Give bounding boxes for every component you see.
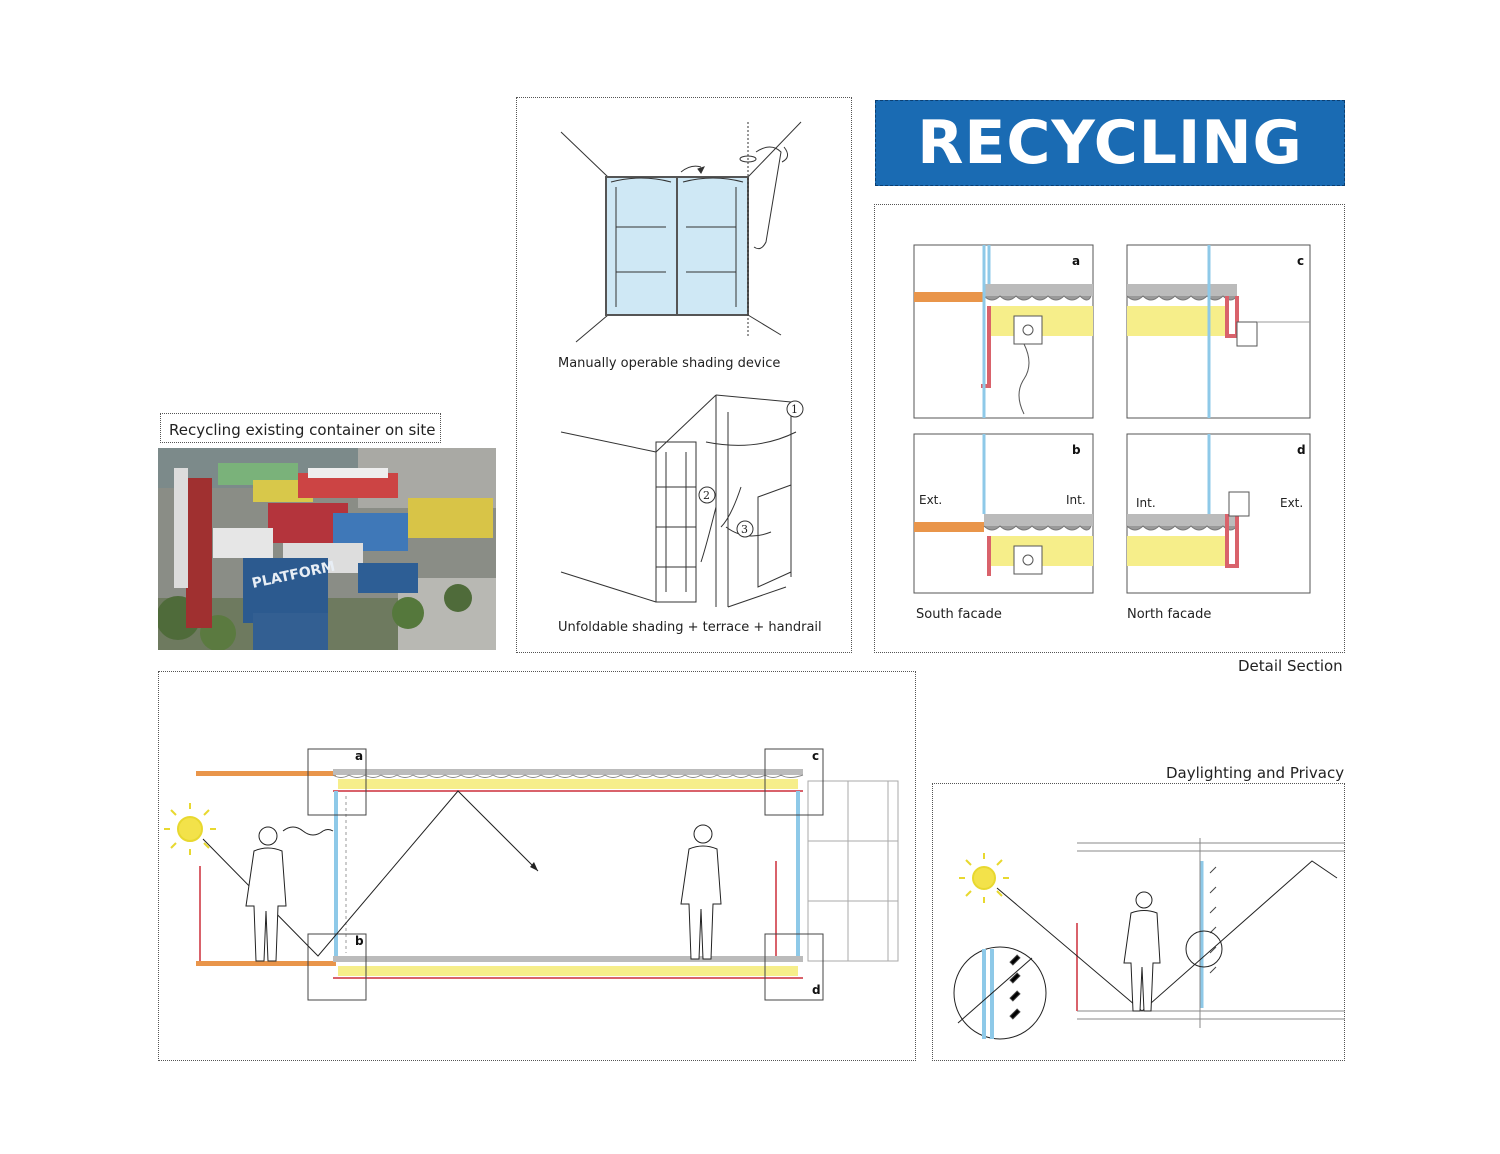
detail-d-label: d xyxy=(1297,443,1306,457)
step-3: 3 xyxy=(741,523,748,536)
section-panel xyxy=(158,671,916,1061)
daylight-person-icon xyxy=(1123,891,1161,1012)
detail-b: b Ext. Int. xyxy=(913,433,1094,594)
shading-panel xyxy=(516,97,852,653)
detail-c-label: c xyxy=(1297,254,1304,268)
daylight-title: Daylighting and Privacy xyxy=(1166,764,1345,782)
detail-c: c xyxy=(1126,244,1311,419)
step-1: 1 xyxy=(791,403,798,416)
section-marker-a: a xyxy=(355,749,363,763)
detail-a-label: a xyxy=(1072,254,1080,268)
shading-caption-top: Manually operable shading device xyxy=(558,356,780,371)
section-marker-d: d xyxy=(812,983,821,997)
photo-caption: Recycling existing container on site xyxy=(160,413,441,443)
detail-d-int: Int. xyxy=(1136,496,1156,510)
detail-b-ext: Ext. xyxy=(919,493,942,507)
shading-device-drawing: Manually operable shading device 1 2 3 U… xyxy=(558,121,822,635)
title-banner: RECYCLING xyxy=(875,100,1345,186)
daylight-drawing xyxy=(953,838,1345,1040)
shading-caption-bottom: Unfoldable shading + terrace + handrail xyxy=(558,620,822,635)
north-facade-caption: North facade xyxy=(1127,607,1211,622)
daylight-panel xyxy=(932,783,1345,1061)
daylight-detail-zoom xyxy=(953,946,1047,1040)
sun-icon xyxy=(164,803,216,855)
detail-d-ext: Ext. xyxy=(1280,496,1303,510)
section-marker-b: b xyxy=(355,934,364,948)
detail-b-int: Int. xyxy=(1066,493,1086,507)
section-drawing: a b c d xyxy=(164,748,899,1001)
detail-panel xyxy=(874,204,1345,653)
step-2: 2 xyxy=(703,489,710,502)
detail-b-label: b xyxy=(1072,443,1081,457)
south-facade-caption: South facade xyxy=(916,607,1002,622)
detail-section-title: Detail Section xyxy=(1238,657,1343,675)
detail-a: a xyxy=(913,244,1094,419)
site-photo: PLATFORM xyxy=(158,448,496,650)
page-title: RECYCLING xyxy=(917,108,1303,178)
person-left-icon xyxy=(245,826,287,962)
section-marker-c: c xyxy=(812,749,819,763)
daylight-sun-icon xyxy=(959,853,1009,903)
person-right-icon xyxy=(680,824,722,960)
detail-d: d Int. Ext. xyxy=(1126,433,1311,594)
detail-drawings: a c b Ext. Int. d Int. Ex xyxy=(913,244,1311,622)
